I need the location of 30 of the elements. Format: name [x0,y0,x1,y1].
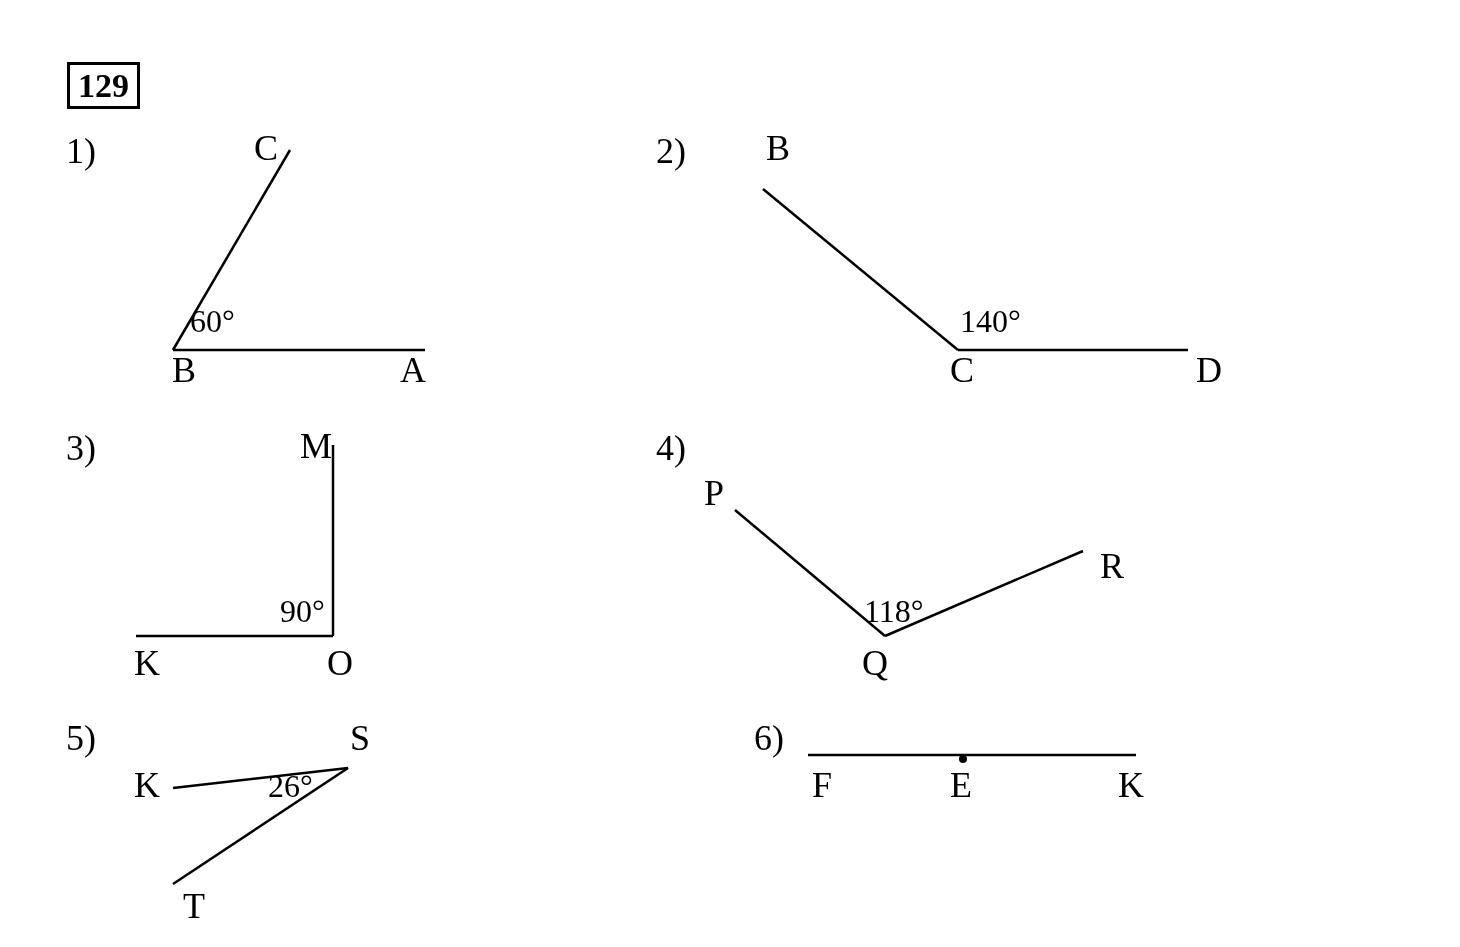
part-number: 5) [66,720,96,756]
point-label: A [400,352,426,388]
point-label: K [134,645,160,681]
point-label: P [704,475,725,511]
angle-label: 90° [280,595,325,627]
point-label: Q [862,645,888,681]
point-label: M [300,428,332,464]
point-label: B [172,352,196,388]
angle-label: 140° [960,305,1021,337]
part-number: 6) [754,720,784,756]
part-number: 1) [66,133,96,169]
part-number: 2) [656,133,686,169]
point-label: E [950,767,972,803]
point-label: S [350,720,371,756]
part-number: 4) [656,430,686,466]
point-label: C [254,130,278,166]
exercise-number: 129 [67,62,140,110]
point-label: C [950,352,974,388]
point-label: B [766,130,790,166]
angle-label: 118° [864,595,924,627]
angle-label: 60° [190,305,235,337]
point-label: F [812,767,833,803]
angle-label: 26° [268,770,313,802]
point-label: R [1100,548,1124,584]
part-number: 3) [66,430,96,466]
point-label: T [183,888,205,924]
point-label: K [134,767,160,803]
point-label: K [1118,767,1144,803]
point-label: D [1196,352,1222,388]
point-label: O [327,645,353,681]
